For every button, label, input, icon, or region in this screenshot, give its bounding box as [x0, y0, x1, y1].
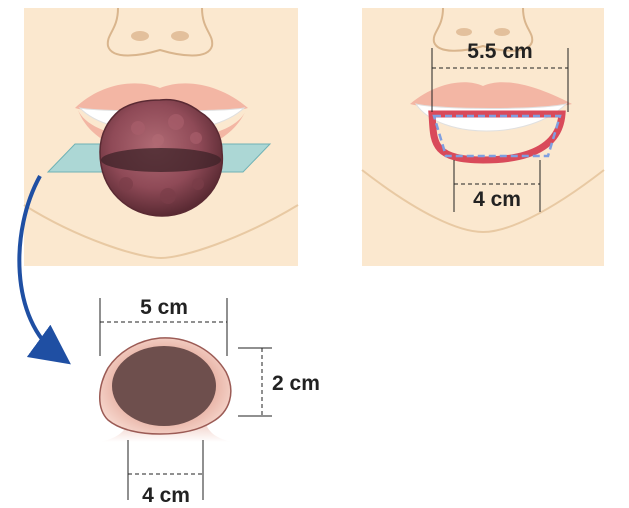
- nose-icon: [108, 8, 212, 56]
- left-face-panel: [24, 8, 298, 266]
- tumor-icon: [100, 100, 222, 216]
- specimen-core: [112, 346, 216, 426]
- depth-label: 4 cm: [473, 188, 521, 211]
- right-face-panel: 5.5 cm 4 cm: [362, 8, 604, 266]
- specimen-height-label: 2 cm: [272, 372, 320, 395]
- specimen-base-dimension: 4 cm: [128, 440, 203, 507]
- width-label: 5.5 cm: [467, 40, 532, 63]
- specimen-diagram: 5 cm 2 cm 4 cm: [100, 296, 320, 507]
- specimen-height-dimension: 2 cm: [238, 348, 320, 416]
- specimen-base-label: 4 cm: [142, 484, 190, 507]
- specimen-width-label: 5 cm: [140, 296, 188, 319]
